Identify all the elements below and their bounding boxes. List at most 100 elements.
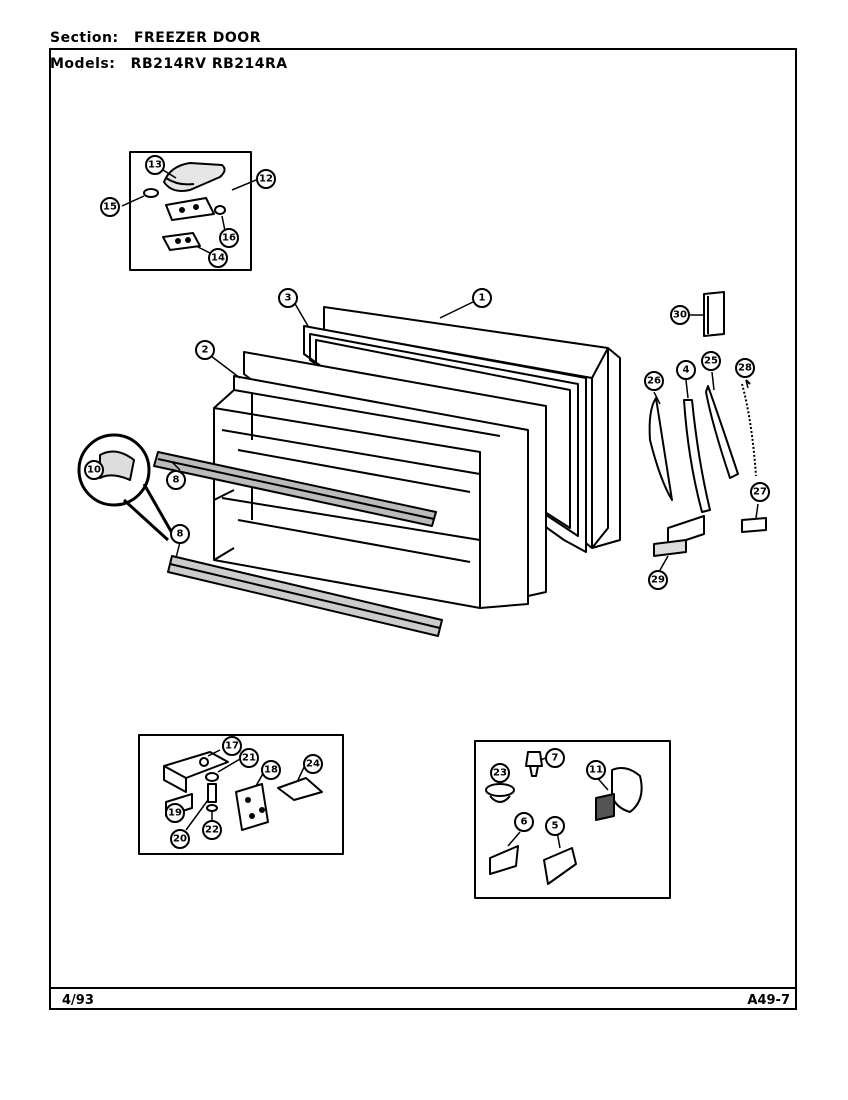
hinge-plate-lower [162,232,201,251]
screw-plate-29 [653,539,687,557]
callout-18-label: 18 [264,765,278,776]
callout-21-label: 21 [242,753,256,764]
callout-6-label: 6 [521,817,528,828]
callout-3-label: 3 [285,293,292,304]
inset-box-hinge-parts [138,734,344,855]
callout-17-label: 17 [225,741,239,752]
callout-6: 6 [514,812,534,832]
bushing-21 [205,772,219,782]
bracket-24 [277,777,323,801]
inner-door-liner [213,351,547,609]
callout-28: 28 [735,358,755,378]
callout-5-label: 5 [552,821,559,832]
callout-14-label: 14 [211,253,225,264]
hinge-pin-20 [207,783,217,803]
callout-25-label: 25 [704,356,718,367]
washer-part [214,205,226,215]
callout-27: 27 [750,482,770,502]
inset-box-hinge-cover [129,151,252,271]
section-value: FREEZER DOOR [133,30,261,46]
handle-cover-part [703,291,725,337]
callout-29: 29 [648,570,668,590]
callout-16-label: 16 [222,233,236,244]
handle-mount-4 [667,399,711,547]
bumper-23 [485,783,515,803]
callout-15: 15 [100,197,120,217]
washer-22 [206,804,218,812]
strike-plate-5 [543,847,577,885]
callout-19-label: 19 [168,808,182,819]
callout-7-label: 7 [552,753,559,764]
leader-lines [121,169,759,849]
callout-20: 20 [170,829,190,849]
callout-2: 2 [195,340,215,360]
callout-20-label: 20 [173,834,187,845]
callout-13: 13 [145,155,165,175]
handle-end-cap-27 [741,517,767,533]
models-header: Models: RB214RV RB214RA [50,56,288,72]
models-key: Models: [50,56,116,72]
callout-13-label: 13 [148,160,162,171]
callout-26-label: 26 [647,376,661,387]
callout-21: 21 [239,748,259,768]
callout-8-lower: 8 [170,524,190,544]
callout-11: 11 [586,760,606,780]
callout-28-label: 28 [738,363,752,374]
strike-plate-6 [489,845,519,875]
callout-16: 16 [219,228,239,248]
callout-22-label: 22 [205,825,219,836]
footer-page-code: A49-7 [747,993,790,1008]
callout-3: 3 [278,288,298,308]
handle-trim-25 [705,385,739,479]
models-value: RB214RV RB214RA [130,56,288,72]
callout-2-label: 2 [202,345,209,356]
shelf-bar-lower [167,555,443,637]
callout-markers: 13 12 15 16 14 3 1 2 30 26 4 25 28 27 29… [84,155,770,849]
diagram-frame [49,48,797,1010]
shelf-bar-upper [153,451,437,527]
footer-divider [49,987,797,989]
callout-11-label: 11 [589,765,603,776]
footer-date: 4/93 [62,993,94,1008]
hinge-plate-18 [235,783,269,831]
section-header: Section: FREEZER DOOR [50,30,261,46]
callout-1-label: 1 [479,293,486,304]
callout-25: 25 [701,351,721,371]
callout-10: 10 [84,460,104,480]
callout-19: 19 [165,803,185,823]
callout-15-label: 15 [103,202,117,213]
callout-4-label: 4 [683,365,690,376]
callout-14: 14 [208,248,228,268]
callout-30-label: 30 [673,310,687,321]
detail-magnifier [77,433,178,542]
callout-27-label: 27 [753,487,767,498]
callout-29-label: 29 [651,575,665,586]
callout-5: 5 [545,816,565,836]
hinge-bracket-17 [163,751,229,793]
callout-26: 26 [644,371,664,391]
latch-11 [595,767,643,821]
callout-8-upper: 8 [166,470,186,490]
callout-12: 12 [256,169,276,189]
callout-17: 17 [222,736,242,756]
callout-23: 23 [490,763,510,783]
callout-23-label: 23 [493,768,507,779]
callout-7: 7 [545,748,565,768]
callout-12-label: 12 [259,174,273,185]
callout-24-label: 24 [306,759,320,770]
callout-8-lower-label: 8 [177,529,184,540]
callout-10-label: 10 [87,465,101,476]
callout-22: 22 [202,820,222,840]
handle-strip-28 [741,379,757,477]
screw-7 [525,751,543,777]
hinge-plate-upper [165,197,215,221]
callout-24: 24 [303,754,323,774]
callout-4: 4 [676,360,696,380]
callout-1: 1 [472,288,492,308]
callout-18: 18 [261,760,281,780]
section-key: Section: [50,30,119,46]
inset-box-latch-parts [474,740,671,899]
callout-30: 30 [670,305,690,325]
door-handle-26 [648,397,673,501]
